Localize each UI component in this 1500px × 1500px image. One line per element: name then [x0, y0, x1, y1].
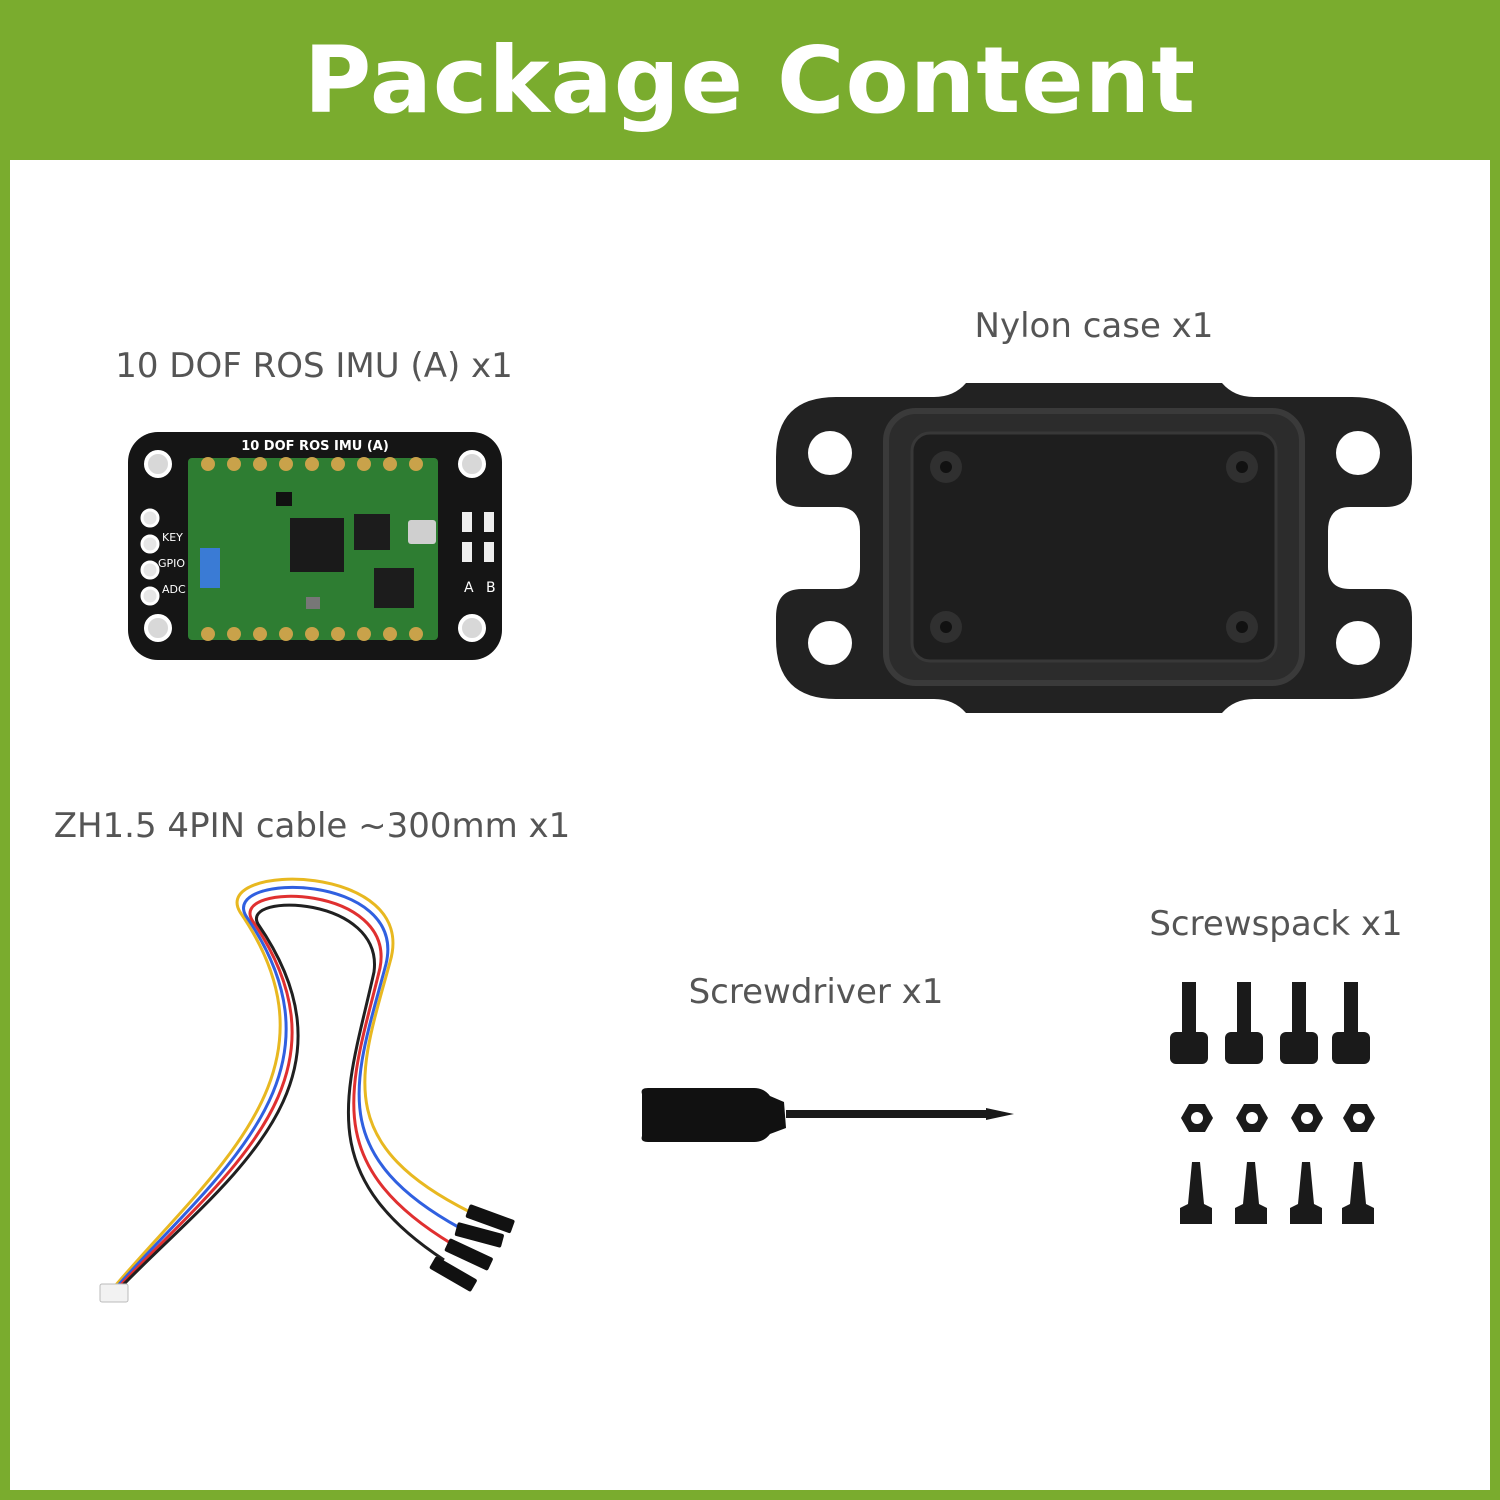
- cable-icon: [99, 877, 515, 1303]
- screwdriver-icon: [641, 1088, 1014, 1142]
- header-bar: Package Content: [0, 0, 1500, 160]
- pcb-pin-gpio: GPIO: [158, 557, 185, 570]
- pcb-switch-b: B: [486, 580, 496, 596]
- item-label-screws: Screwspack x1: [1149, 904, 1403, 944]
- item-label-cable: ZH1.5 4PIN cable ~300mm x1: [53, 806, 571, 846]
- content-panel: 10 DOF ROS IMU (A) x1: [10, 160, 1490, 1490]
- screws-icon: [1170, 982, 1375, 1224]
- pcb-switch-a: A: [464, 580, 474, 596]
- pcb-pin-adc: ADC: [162, 583, 186, 596]
- nylon-case-icon: [776, 383, 1412, 713]
- page-title: Package Content: [303, 26, 1197, 134]
- pcb-board-name: 10 DOF ROS IMU (A): [241, 439, 389, 454]
- item-label-imu: 10 DOF ROS IMU (A) x1: [115, 346, 513, 386]
- item-label-screwdriver: Screwdriver x1: [688, 972, 944, 1012]
- pcb-pin-key: KEY: [162, 531, 183, 544]
- item-label-nylon-case: Nylon case x1: [974, 306, 1214, 346]
- imu-board-icon: 10 DOF ROS IMU (A) KEY GPIO ADC A B: [128, 432, 502, 660]
